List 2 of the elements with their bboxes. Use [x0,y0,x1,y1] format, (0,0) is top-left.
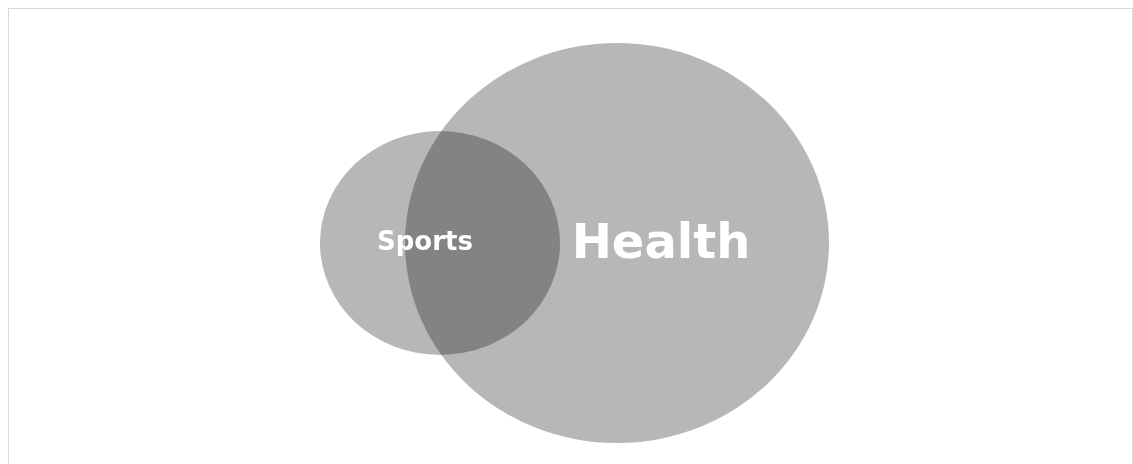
set-label: Sports [377,226,473,256]
set-label: Health [571,213,751,269]
